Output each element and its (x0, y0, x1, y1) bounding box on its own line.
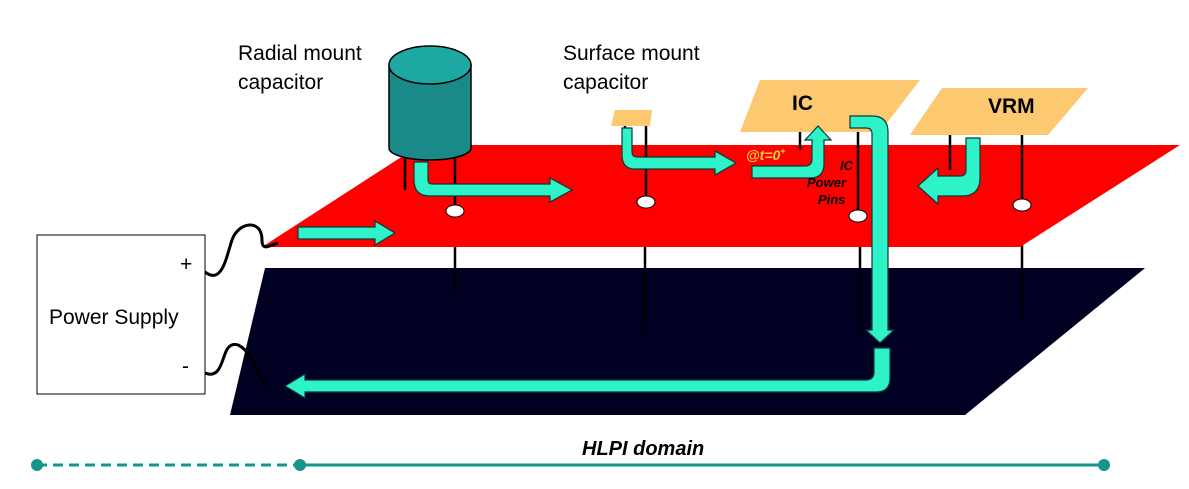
ic-pins-label-line3: Pins (818, 192, 845, 207)
surface-cap-label-line2: capacitor (563, 71, 648, 94)
flow-arrow-radial-cap (413, 161, 574, 204)
ground-plane (230, 268, 1145, 415)
flow-arrow-ic-return (849, 115, 896, 344)
ic-block (740, 80, 920, 132)
domain-dot-mid (294, 459, 306, 471)
flow-arrow-ic-in (751, 125, 833, 179)
surface-capacitor (611, 110, 652, 126)
domain-dot-right (1098, 459, 1110, 471)
t-zero-plus-label: @t=0+ (746, 146, 786, 163)
surface-cap-label-line1: Surface mount (563, 42, 700, 65)
flow-arrow-vrm (917, 137, 981, 206)
ic-pins-label-line1: IC (840, 158, 854, 173)
domain-dot-left (31, 459, 43, 471)
radial-capacitor (388, 45, 472, 161)
plus-terminal-label: + (180, 253, 192, 276)
via-pins-lower (453, 245, 1024, 332)
domain-scale (31, 459, 1110, 471)
power-plane (262, 145, 1180, 247)
flow-arrow-surface-cap (621, 127, 738, 177)
wire-negative (204, 342, 269, 388)
radial-cap-label-line2: capacitor (238, 71, 323, 94)
wire-positive (204, 223, 279, 277)
power-supply-label: Power Supply (49, 306, 179, 329)
flow-arrow-ground-return (283, 347, 891, 400)
power-supply-box (36, 234, 206, 395)
minus-terminal-label: - (182, 355, 189, 378)
ic-label: IC (792, 92, 813, 115)
domain-label: HLPI domain (582, 438, 704, 460)
ic-pins-label-line2: Power (807, 175, 847, 190)
current-flow-arrows (283, 115, 981, 400)
radial-cap-label-line1: Radial mount (238, 42, 362, 65)
vrm-label: VRM (988, 95, 1035, 118)
vrm-block (910, 88, 1088, 135)
flow-arrow-supply-in (297, 219, 397, 247)
